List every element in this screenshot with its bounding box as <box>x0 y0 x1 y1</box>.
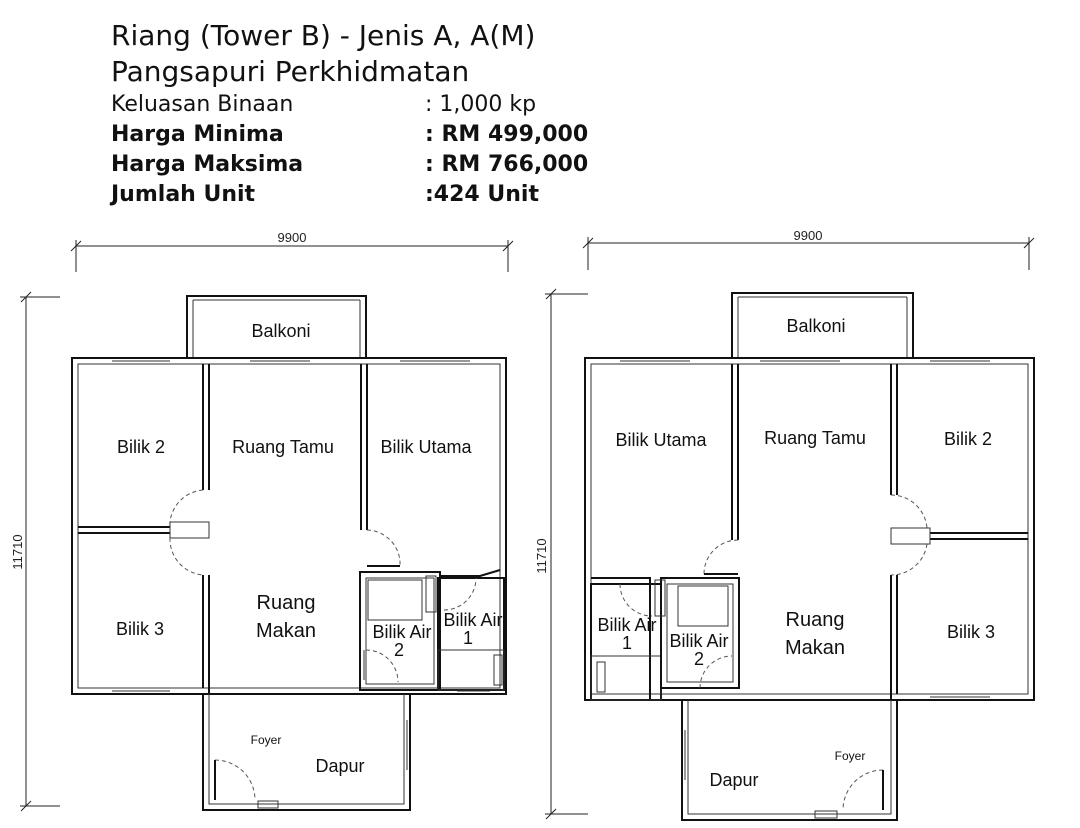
room-label-bilik-air-1-num: 1 <box>463 628 473 648</box>
spec-value: : RM 499,000 <box>425 122 589 147</box>
spec-row-units: Jumlah Unit :424 Unit <box>111 180 711 210</box>
interior-walls-right <box>590 364 1028 701</box>
room-label-makan: Makan <box>785 637 845 659</box>
title-line-1: Riang (Tower B) - Jenis A, A(M) <box>111 19 536 52</box>
floor-plan-right: 9900 11710 <box>534 228 1035 821</box>
outer-walls-right <box>584 357 1035 821</box>
room-label-bilik-air-2: Bilik Air <box>372 622 431 642</box>
room-label-balkoni: Balkoni <box>786 316 845 336</box>
windows-right <box>620 360 990 698</box>
room-label-bilik-utama: Bilik Utama <box>615 430 707 450</box>
room-label-bilik-2: Bilik 2 <box>944 429 992 449</box>
spec-row-max-price: Harga Maksima : RM 766,000 <box>111 150 711 180</box>
dimension-height-label: 11710 <box>534 538 549 573</box>
balcony-right <box>731 292 914 358</box>
dimension-width-label: 9900 <box>278 230 307 245</box>
dimension-width-label: 9900 <box>794 228 823 243</box>
spec-row-min-price: Harga Minima : RM 499,000 <box>111 120 711 150</box>
room-labels-left: Balkoni Bilik 2 Ruang Tamu Bilik Utama B… <box>116 321 503 776</box>
room-label-ruang-tamu: Ruang Tamu <box>764 428 866 448</box>
title-line-2: Pangsapuri Perkhidmatan <box>111 55 470 88</box>
room-label-bilik-air-2-num: 2 <box>394 640 404 660</box>
dimension-width-left: 9900 <box>70 230 514 272</box>
doors-right <box>619 494 928 811</box>
dimension-width-right: 9900 <box>582 228 1035 270</box>
room-label-bilik-air-1-num: 1 <box>622 633 632 653</box>
room-label-foyer: Foyer <box>251 733 282 747</box>
room-label-bilik-air-2-num: 2 <box>694 649 704 669</box>
dimension-height-left: 11710 <box>10 291 60 812</box>
room-label-bilik-air-1: Bilik Air <box>443 610 502 630</box>
spec-label: Jumlah Unit <box>111 182 256 207</box>
room-label-bilik-utama: Bilik Utama <box>380 437 472 457</box>
spec-label: Keluasan Binaan <box>111 92 294 117</box>
room-label-bilik-air-1: Bilik Air <box>597 615 656 635</box>
dimension-height-right: 11710 <box>534 288 588 820</box>
room-label-balkoni: Balkoni <box>251 321 310 341</box>
header: Riang (Tower B) - Jenis A, A(M) Pangsapu… <box>111 18 711 210</box>
room-label-ruang: Ruang <box>786 609 845 631</box>
balcony-left <box>186 295 367 358</box>
spec-label: Harga Maksima <box>111 152 304 177</box>
floor-plan-left: 9900 11710 <box>10 230 514 812</box>
room-label-foyer: Foyer <box>835 749 866 763</box>
room-label-bilik-air-2: Bilik Air <box>669 631 728 651</box>
room-label-ruang-tamu: Ruang Tamu <box>232 437 334 457</box>
room-label-ruang: Ruang <box>257 592 316 614</box>
spec-label: Harga Minima <box>111 122 284 147</box>
spec-row-area: Keluasan Binaan : 1,000 kp <box>111 90 711 120</box>
room-labels-right: Balkoni Bilik Utama Ruang Tamu Bilik 2 B… <box>597 316 995 790</box>
room-label-bilik-3: Bilik 3 <box>947 622 995 642</box>
room-label-dapur: Dapur <box>709 770 758 790</box>
room-label-bilik-3: Bilik 3 <box>116 619 164 639</box>
room-label-makan: Makan <box>256 620 316 642</box>
room-label-dapur: Dapur <box>315 756 364 776</box>
spec-value: :424 Unit <box>425 182 539 207</box>
room-label-bilik-2: Bilik 2 <box>117 437 165 457</box>
interior-walls-left <box>78 364 505 694</box>
spec-value: : 1,000 kp <box>425 92 537 117</box>
spec-value: : RM 766,000 <box>425 152 589 177</box>
dimension-height-label: 11710 <box>10 534 25 569</box>
doors-left <box>169 489 477 801</box>
